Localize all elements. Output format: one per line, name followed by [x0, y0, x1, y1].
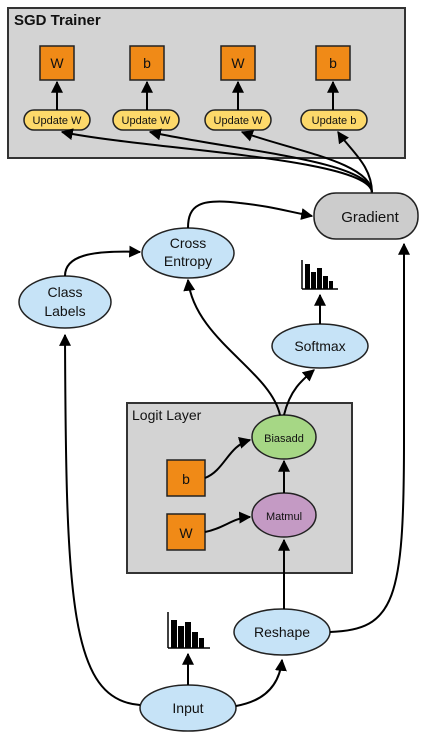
sgd-trainer-box: [7, 7, 406, 159]
softmax-label: Softmax: [294, 338, 345, 354]
sgd-trainer-title: SGD Trainer: [14, 12, 101, 29]
logit-layer-group: Logit Layer b W Biasadd Matmul: [126, 402, 353, 574]
edge-input-to-class-labels: [59, 333, 141, 706]
sgd-param-label: W: [231, 55, 245, 71]
update-pill-label: Update W: [214, 115, 264, 127]
sgd-param-label: W: [50, 55, 64, 71]
logit-param-b-label: b: [182, 471, 190, 487]
update-pill-label: Update W: [122, 115, 172, 127]
logit-param-b-box[interactable]: [166, 459, 206, 497]
edge-biasadd-to-softmax: [283, 369, 315, 416]
edge-gradient-to-update: [240, 130, 373, 194]
edge-b-to-biasadd: [204, 437, 252, 479]
class-labels-label-line2: Labels: [44, 303, 85, 319]
edge-cross-entropy-to-gradient: [187, 200, 314, 229]
cross-entropy-label-line2: Entropy: [164, 253, 212, 269]
edge-biasadd-to-cross-entropy: [183, 278, 281, 416]
edge-reshape-to-gradient: [329, 242, 410, 633]
update-pill-label: Update W: [33, 115, 83, 127]
sgd-param-label: b: [329, 55, 337, 71]
class-labels-label-line1: Class: [47, 284, 82, 300]
edge-gradient-to-update: [337, 131, 373, 194]
gradient-label: Gradient: [341, 209, 399, 226]
histogram-icon: [301, 260, 338, 290]
edge-gradient-to-update: [148, 128, 373, 194]
matmul-label: Matmul: [266, 511, 302, 523]
sgd-param-box[interactable]: [39, 45, 75, 81]
sgd-param-box[interactable]: [129, 45, 165, 81]
edge-w-to-matmul: [204, 511, 252, 533]
input-label: Input: [172, 700, 203, 716]
sgd-param-box[interactable]: [220, 45, 256, 81]
histogram-icon: [167, 612, 210, 649]
edge-class-labels-to-cross-entropy: [64, 245, 142, 277]
logit-layer-title: Logit Layer: [132, 407, 202, 423]
reshape-label: Reshape: [254, 624, 310, 640]
sgd-param-label: b: [143, 55, 151, 71]
gradient-node[interactable]: [313, 192, 419, 240]
biasadd-label: Biasadd: [264, 433, 304, 445]
logit-layer-box: [126, 402, 353, 574]
edge-input-to-reshape: [235, 658, 287, 707]
sgd-param-box[interactable]: [315, 45, 351, 81]
cross-entropy-label-line1: Cross: [170, 235, 207, 251]
edge-gradient-to-update: [60, 128, 373, 194]
sgd-trainer-group: SGD Trainer W b W b Update W Update W Up…: [7, 7, 406, 159]
logit-param-w-label: W: [179, 525, 193, 541]
update-pill-label: Update b: [312, 115, 357, 127]
